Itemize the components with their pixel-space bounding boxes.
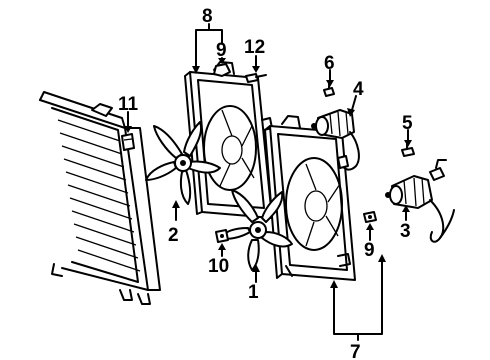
fan-blade-left bbox=[145, 121, 221, 205]
callout-8: 8 bbox=[202, 6, 213, 27]
leader-lines bbox=[124, 23, 412, 341]
callout-11: 11 bbox=[118, 94, 139, 115]
fan-blade-right bbox=[219, 189, 293, 271]
callout-6: 6 bbox=[324, 53, 335, 74]
callout-labels: 1 2 3 4 5 6 7 8 9 9 10 11 12 bbox=[118, 6, 413, 360]
callout-10: 10 bbox=[208, 256, 229, 277]
callout-7: 7 bbox=[350, 342, 361, 360]
bolt-part-12 bbox=[245, 73, 267, 83]
radiator bbox=[39, 91, 161, 305]
callout-1: 1 bbox=[248, 282, 259, 303]
clip-part-11 bbox=[121, 133, 135, 151]
fan-motor-upper bbox=[311, 109, 360, 171]
callout-9-upper: 9 bbox=[216, 40, 227, 61]
callout-12: 12 bbox=[244, 37, 265, 58]
callout-5: 5 bbox=[402, 113, 413, 134]
callout-3: 3 bbox=[400, 221, 411, 242]
callout-9-lower: 9 bbox=[364, 240, 375, 261]
nut-part-10 bbox=[215, 229, 229, 243]
callout-4: 4 bbox=[353, 79, 364, 100]
nut-part-9-upper bbox=[213, 63, 231, 77]
nut-part-9-lower bbox=[363, 211, 377, 223]
fan-motor-right bbox=[385, 159, 455, 243]
callout-2: 2 bbox=[168, 225, 179, 246]
